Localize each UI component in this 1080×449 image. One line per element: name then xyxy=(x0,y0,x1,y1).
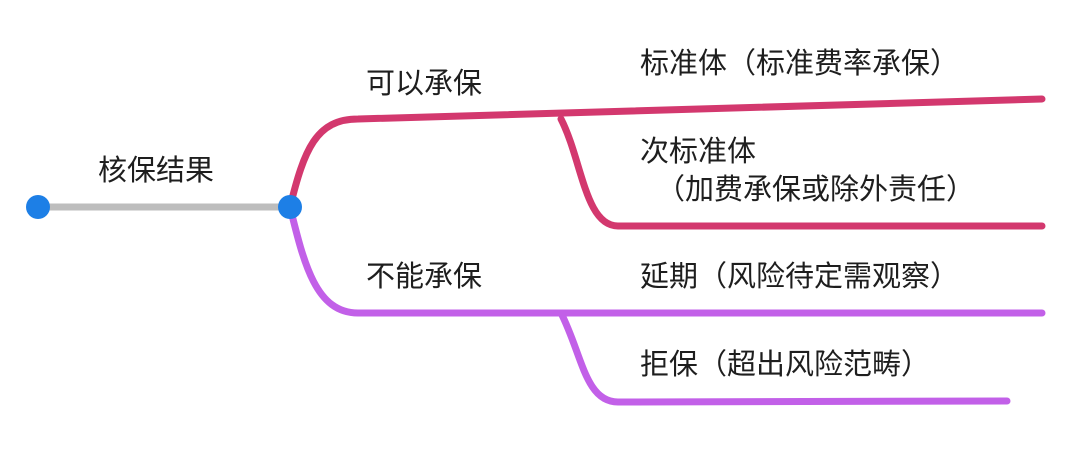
root-node-label: 核保结果 xyxy=(98,153,215,187)
branch-connector-decline xyxy=(286,203,1046,317)
leaf-label-reject: 拒保（超出风险范畴） xyxy=(640,347,931,381)
leaf-connector-reject xyxy=(557,309,1011,406)
leaf-label-substandard: 次标准体 xyxy=(640,134,757,168)
root-node-dot xyxy=(278,195,302,219)
leaf-label-standard: 标准体（标准费率承保） xyxy=(640,46,960,80)
root-start-dot xyxy=(26,195,50,219)
branch-connector-accept xyxy=(286,95,1046,211)
branch-label-accept: 可以承保 xyxy=(366,66,483,100)
leaf-connector-substandard xyxy=(557,115,1046,230)
leaf-sublabel-substandard: （加费承保或除外责任） xyxy=(656,172,976,206)
branch-label-decline: 不能承保 xyxy=(366,259,483,293)
leaf-label-postpone: 延期（风险待定需观察） xyxy=(640,259,960,293)
